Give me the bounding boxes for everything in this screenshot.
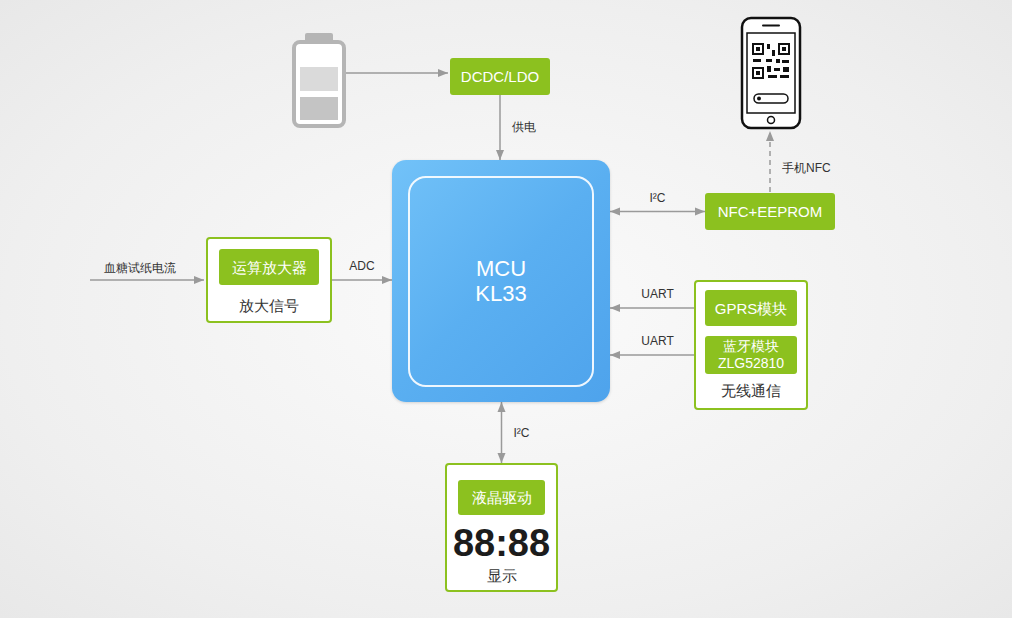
- connector-arrow: [499, 95, 501, 160]
- input-arrow: [90, 279, 204, 281]
- signal-label: 手机NFC: [782, 160, 831, 177]
- module-box: 液晶驱动: [458, 480, 545, 515]
- node-text: 放大信号: [239, 297, 299, 315]
- module-box: 运算放大器: [219, 249, 319, 285]
- node-text: 运算放大器: [232, 259, 307, 276]
- phone-icon: [742, 18, 800, 128]
- nfc-dashed-arrow: [769, 131, 771, 192]
- edge-label: UART: [641, 287, 673, 301]
- module-box: GPRS模块: [705, 290, 797, 326]
- node-text: MCU KL33: [468, 256, 534, 306]
- node-text: 蓝牙模块 ZLG52810: [709, 338, 793, 372]
- power-arrow: [346, 72, 448, 74]
- connector-layer: [332, 95, 705, 463]
- module-box: DCDC/LDO: [450, 58, 550, 95]
- node-text: 无线通信: [721, 382, 781, 400]
- connector-arrow: [501, 402, 503, 463]
- edge-label: 供电: [512, 119, 536, 136]
- node-text: DCDC/LDO: [461, 68, 539, 85]
- module-box: 蓝牙模块 ZLG52810: [705, 336, 797, 374]
- group-box: 放大信号运算放大器: [206, 237, 332, 323]
- node-text: GPRS模块: [715, 300, 788, 317]
- module-box: NFC+EEPROM: [705, 193, 835, 230]
- node-text: 显示: [487, 567, 517, 585]
- edge-label: ADC: [349, 259, 374, 273]
- group-box: 无线通信 GPRS模块蓝牙模块 ZLG52810: [694, 280, 808, 410]
- connector-arrow: [332, 279, 392, 281]
- connector-arrow: [610, 354, 705, 356]
- edge-label: UART: [641, 334, 673, 348]
- group-box: 88:88 显示 液晶驱动: [445, 463, 558, 592]
- signal-label: 血糖试纸电流: [104, 260, 176, 277]
- connector-arrow: [610, 307, 705, 309]
- battery-icon: [294, 33, 344, 126]
- edge-label: I²C: [650, 191, 666, 205]
- edge-label: I²C: [514, 426, 530, 440]
- node-text: NFC+EEPROM: [718, 203, 823, 220]
- mcu-block: MCU KL33: [392, 160, 610, 402]
- lcd-digits: 88:88: [453, 523, 550, 563]
- node-text: 液晶驱动: [472, 489, 532, 506]
- connector-arrow: [610, 211, 705, 213]
